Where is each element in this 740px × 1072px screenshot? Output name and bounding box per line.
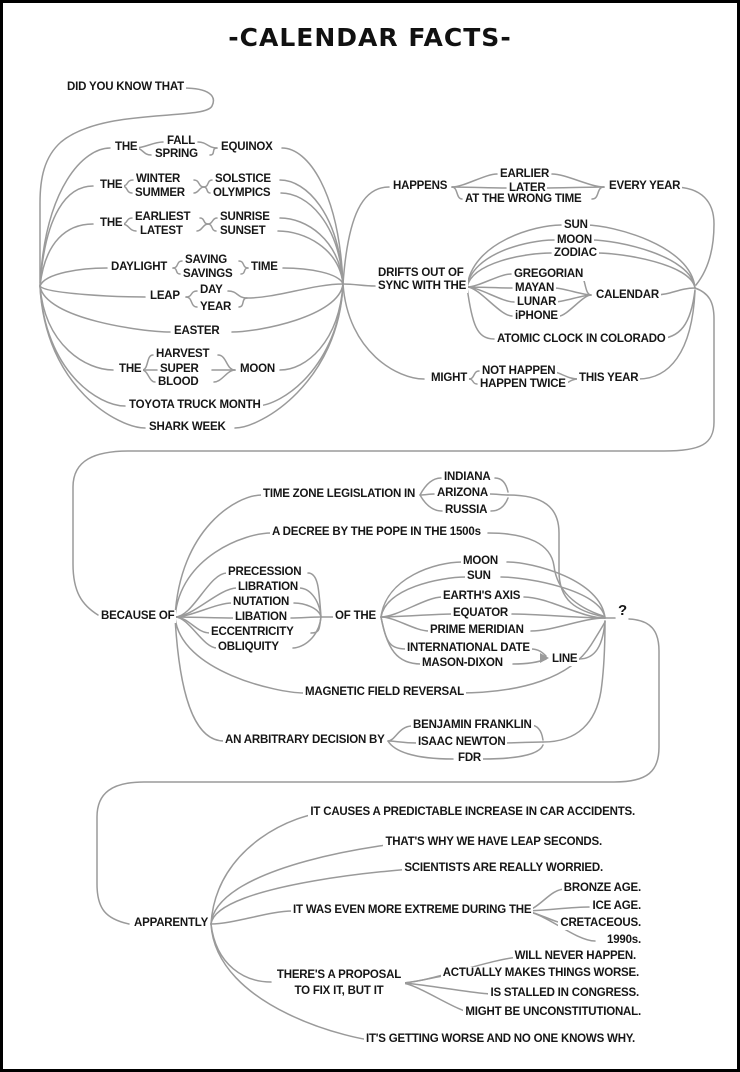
event-might-this-year: THIS YEAR [577, 372, 641, 385]
because-mech-obliquity: OBLIQUITY [216, 641, 281, 654]
subject-row5-option-year: YEAR [198, 301, 234, 314]
because-timezone-russia: RUSSIA [443, 504, 490, 517]
subject-row3-post-sunset: SUNSET [218, 225, 268, 238]
because-timezone: TIME ZONE LEGISLATION IN [261, 488, 418, 501]
because-timezone-arizona: ARIZONA [435, 487, 490, 500]
subject-row4-option-savings: SAVINGS [181, 268, 235, 281]
event-drifts-iphone: iPHONE [513, 310, 560, 323]
subject-row1-option-fall: FALL [165, 135, 197, 148]
apparently-extreme: IT WAS EVEN MORE EXTREME DURING THE [291, 904, 534, 917]
because-arbitrary-fdr: FDR [456, 752, 484, 765]
apparently-getting-worse: IT'S GETTING WORSE AND NO ONE KNOWS WHY. [363, 1033, 637, 1046]
subject-row7-pre: THE [117, 363, 144, 376]
subject-row1-pre: THE [113, 141, 140, 154]
because-magnetic: MAGNETIC FIELD REVERSAL [303, 686, 466, 699]
subject-row1-post: EQUINOX [219, 141, 275, 154]
subject-row2-post-solstice: SOLSTICE [213, 173, 273, 186]
event-drifts-label: DRIFTS OUT OF SYNC WITH THE [376, 267, 469, 293]
apparently-proposal-label: THERE'S A PROPOSAL TO FIX IT, BUT IT [273, 967, 405, 999]
because-label: BECAUSE OF [99, 610, 177, 623]
subject-row7-option-super: SUPER [158, 363, 201, 376]
event-drifts-gregorian: GREGORIAN [512, 268, 586, 281]
apparently-extreme-bronze-age: BRONZE AGE. [561, 882, 643, 895]
subject-row1-option-spring: SPRING [153, 148, 200, 161]
event-drifts-lunar: LUNAR [515, 296, 559, 309]
because-target-equator: EQUATOR [451, 607, 511, 620]
subject-row3-pre: THE [98, 217, 125, 230]
subject-row9-shark-week: SHARK WEEK [147, 421, 228, 434]
apparently-car-accidents: IT CAUSES A PREDICTABLE INCREASE IN CAR … [308, 806, 637, 819]
comic-title: -CALENDAR FACTS- [228, 23, 512, 52]
event-might-happen-twice: HAPPEN TWICE [478, 378, 568, 391]
apparently-proposal-makes-worse: ACTUALLY MAKES THINGS WORSE. [440, 967, 641, 980]
apparently-proposal-stalled-congress: IS STALLED IN CONGRESS. [488, 987, 641, 1000]
event-might-not-happen: NOT HAPPEN [480, 365, 558, 378]
apparently-proposal-never-happen: WILL NEVER HAPPEN. [512, 950, 638, 963]
apparently-label: APPARENTLY [132, 917, 211, 930]
event-happens-earlier: EARLIER [498, 168, 552, 181]
event-drifts-atomic-clock: ATOMIC CLOCK IN COLORADO [495, 333, 668, 346]
subject-row5-option-day: DAY [198, 284, 225, 297]
event-drifts-mayan: MAYAN [513, 282, 557, 295]
subject-row2-post-olympics: OLYMPICS [211, 187, 273, 200]
subject-row6-easter: EASTER [172, 325, 222, 338]
apparently-extreme-1990s: 1990s. [605, 934, 643, 947]
subject-row2-option-summer: SUMMER [133, 187, 187, 200]
apparently-leap-seconds: THAT'S WHY WE HAVE LEAP SECONDS. [383, 836, 604, 849]
because-mech-eccentricity: ECCENTRICITY [209, 626, 296, 639]
subject-row2-option-winter: WINTER [134, 173, 183, 186]
because-target-international-date: INTERNATIONAL DATE [405, 642, 532, 655]
subject-row8-toyota-truck-month: TOYOTA TRUCK MONTH [127, 399, 263, 412]
because-timezone-indiana: INDIANA [442, 471, 493, 484]
apparently-proposal-line2: TO FIX IT, BUT IT [294, 985, 384, 997]
event-happens-later: LATER [507, 182, 548, 195]
event-happens-every-year: EVERY YEAR [607, 180, 683, 193]
event-drifts-moon: MOON [555, 234, 594, 247]
because-mech-libation: LIBATION [233, 611, 289, 624]
apparently-proposal-unconstitutional: MIGHT BE UNCONSTITUTIONAL. [463, 1006, 643, 1019]
because-arbitrary-newton: ISAAC NEWTON [416, 736, 508, 749]
event-drifts-sun: SUN [562, 219, 590, 232]
apparently-extreme-cretaceous: CRETACEOUS. [558, 917, 643, 930]
because-decree: A DECREE BY THE POPE IN THE 1500s [270, 526, 483, 539]
subject-row7-option-blood: BLOOD [156, 376, 201, 389]
because-line-word: LINE [550, 653, 580, 666]
subject-row3-post-sunrise: SUNRISE [218, 211, 272, 224]
event-drifts-line2: SYNC WITH THE [378, 280, 467, 292]
event-might: MIGHT [429, 372, 470, 385]
because-mech-nutation: NUTATION [231, 596, 292, 609]
subject-row3-option-latest: LATEST [138, 225, 185, 238]
because-target-sun: SUN [465, 570, 493, 583]
because-mech-precession: PRECESSION [226, 566, 304, 579]
event-happens-wrong-time: AT THE WRONG TIME [463, 193, 584, 206]
event-drifts-zodiac: ZODIAC [552, 247, 599, 260]
intro-text: DID YOU KNOW THAT [65, 81, 186, 94]
subject-row2-pre: THE [98, 179, 125, 192]
because-target-mason-dixon: MASON-DIXON [420, 657, 505, 670]
because-mech-libration: LIBRATION [236, 581, 300, 594]
subject-row4-post: TIME [249, 261, 280, 274]
question-mark: ? [616, 602, 629, 619]
subject-row4-option-saving: SAVING [183, 254, 230, 267]
because-arbitrary: AN ARBITRARY DECISION BY [223, 734, 387, 747]
because-target-prime-meridian: PRIME MERIDIAN [428, 624, 526, 637]
apparently-extreme-ice-age: ICE AGE. [590, 900, 643, 913]
subject-row7-option-harvest: HARVEST [154, 348, 212, 361]
because-arbitrary-franklin: BENJAMIN FRANKLIN [411, 719, 534, 732]
subject-row7-post: MOON [238, 363, 277, 376]
event-drifts-calendar: CALENDAR [594, 289, 661, 302]
apparently-scientists-worried: SCIENTISTS ARE REALLY WORRIED. [402, 862, 605, 875]
subject-row5-pre: LEAP [148, 290, 182, 303]
event-drifts-line1: DRIFTS OUT OF [378, 267, 464, 279]
apparently-proposal-line1: THERE'S A PROPOSAL [276, 969, 402, 981]
event-happens: HAPPENS [391, 180, 450, 193]
because-target-moon: MOON [461, 555, 500, 568]
subject-row3-option-earliest: EARLIEST [133, 211, 193, 224]
because-of-the: OF THE [333, 610, 378, 623]
subject-row4-pre: DAYLIGHT [109, 261, 170, 274]
because-target-earths-axis: EARTH'S AXIS [441, 590, 523, 603]
